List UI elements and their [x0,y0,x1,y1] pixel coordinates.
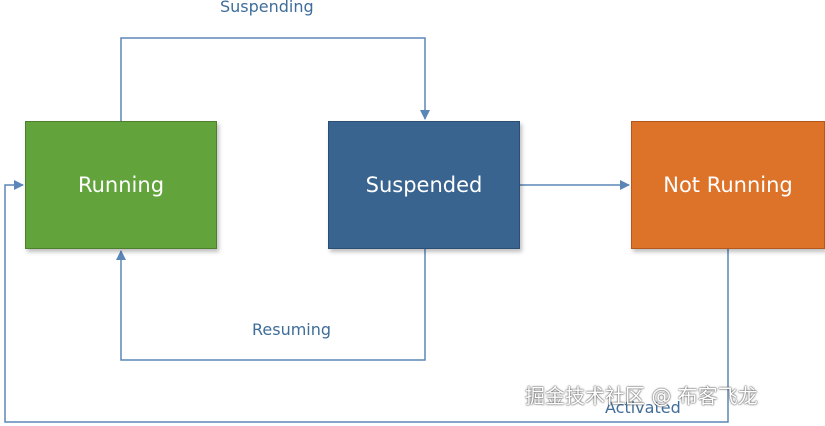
transition-label-activated: Activated [605,398,681,417]
resuming-connector [116,249,426,361]
state-not-running: Not Running [631,121,825,249]
watermark: 掘金技术社区 @ 布客飞龙 [525,384,758,408]
suspending-connector [120,37,430,121]
state-suspended-label: Suspended [365,173,483,197]
transition-label-resuming: Resuming [252,320,332,339]
state-running-label: Running [77,173,165,197]
transition-label-suspending: Suspending [220,0,314,16]
state-suspended: Suspended [328,121,520,249]
state-running: Running [25,121,217,249]
state-not-running-label: Not Running [663,173,793,197]
activated-connector [4,180,729,423]
